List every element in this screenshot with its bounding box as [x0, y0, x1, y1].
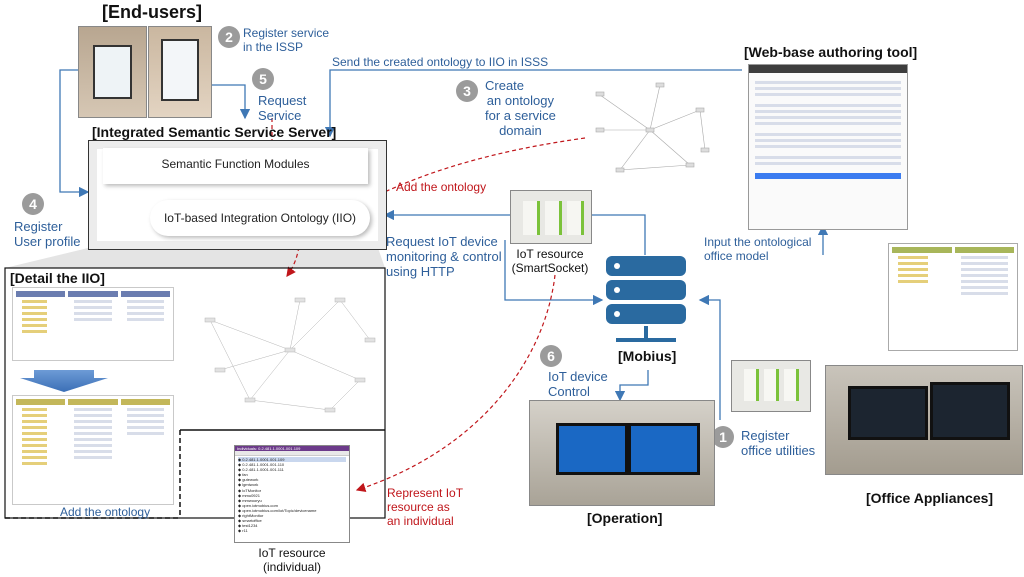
web-tool-screenshot — [748, 64, 908, 230]
arrow-send-ontology — [324, 69, 742, 138]
ontology-graph-detail — [204, 297, 376, 413]
individual-item[interactable]: ◆ loTMonitor — [238, 487, 262, 493]
individual-item[interactable]: ◆ 0.2.481.1.0001.001.109 — [238, 457, 346, 463]
phone-photo-left — [78, 26, 147, 118]
step-3-label: Create an ontology for a service domain — [485, 78, 556, 138]
step-4-label: Register User profile — [14, 219, 81, 249]
semantic-modules-box: Semantic Function Modules — [103, 148, 368, 184]
add-ontology-blue-label: Add the ontology — [60, 505, 151, 519]
detail-down-arrow — [20, 370, 108, 392]
arrow-user-profile — [59, 69, 90, 198]
red-arrow-represent — [355, 274, 556, 492]
step-4-badge: 4 — [22, 193, 44, 215]
smartsocket-photo — [510, 190, 592, 244]
detail-frame — [4, 267, 386, 519]
individual-item[interactable]: ◆ mmwooryu — [238, 497, 262, 503]
represent-label: Represent IoT resource as an individual — [387, 486, 464, 528]
individual-item[interactable]: ◆ open.iotmobius.com — [238, 502, 278, 508]
individuals-list: ◆ 0.2.481.1.0001.001.109◆ 0.2.481.1.0001… — [235, 456, 349, 534]
individuals-panel: Individuals: 0.2.481.1.0001.001.109 ◆ 0.… — [234, 445, 350, 543]
send-ontology-label: Send the created ontology to IIO in ISSS — [332, 55, 549, 69]
detail-title: [Detail the IIO] — [10, 270, 105, 286]
step-1-label: Register office utilities — [741, 428, 816, 458]
iot-individual-label: IoT resource (individual) — [258, 546, 326, 574]
individual-item[interactable]: ◆ open.iotmobius.com/iot/Topic/devicenam… — [238, 507, 317, 513]
arrow-device-control — [614, 370, 649, 402]
iss-title: [Integrated Semantic Service Server] — [92, 124, 337, 140]
request-iot-label: Request IoT device monitoring & control … — [386, 234, 502, 279]
individual-item[interactable]: ◆ 0.2.481.1.0001.001.110 — [238, 462, 285, 468]
ontology-graph-step3 — [595, 82, 710, 173]
end-users-title: [End-users] — [102, 2, 203, 22]
web-tool-submit — [755, 173, 901, 179]
step-6-label: IoT device Control — [548, 369, 608, 399]
step-5-badge: 5 — [252, 68, 274, 90]
individual-item[interactable]: ◆ 0.2.481.1.0001.001.111 — [238, 467, 284, 473]
office-socket-photo — [731, 360, 811, 412]
detail-class-tree-top — [12, 287, 174, 361]
individuals-header: Individuals: 0.2.481.1.0001.001.109 — [235, 446, 349, 451]
individual-item[interactable]: ◆ fan — [238, 472, 248, 478]
individual-item[interactable]: ◆ lgmtwork — [238, 482, 259, 488]
operation-photo — [529, 400, 715, 506]
mobius-title: [Mobius] — [618, 348, 677, 364]
individual-item[interactable]: ◆ mmu0921 — [238, 492, 260, 498]
arrow-to-mobius — [504, 240, 604, 306]
iio-label: IoT-based Integration Ontology (IIO) — [163, 211, 357, 225]
detail-class-tree-bottom — [12, 395, 174, 505]
add-ontology-red-label: Add the ontology — [396, 180, 487, 194]
smartsocket-label: IoT resource (SmartSocket) — [511, 247, 589, 275]
step-1-badge: 1 — [712, 426, 734, 448]
step-2-badge: 2 — [218, 26, 240, 48]
individual-item[interactable]: ◆ r11 — [238, 528, 248, 534]
individual-item[interactable]: ◆ gutework — [238, 477, 259, 483]
semantic-modules-label: Semantic Function Modules — [161, 157, 310, 171]
step-6-badge: 6 — [540, 345, 562, 367]
arrow-register-utilities — [698, 294, 721, 420]
office-ontology-screenshot — [888, 243, 1018, 351]
step-3-badge: 3 — [456, 80, 478, 102]
iio-box: IoT-based Integration Ontology (IIO) — [150, 200, 370, 236]
zoom-funnel — [5, 248, 385, 268]
individual-item[interactable]: ◆ test1234 — [238, 523, 258, 529]
arrow-request-service — [210, 84, 251, 120]
input-model-label: Input the ontological office model — [704, 235, 812, 263]
step-2-label: Register service in the ISSP — [243, 26, 330, 54]
office-desk-photo — [825, 365, 1023, 475]
individual-item[interactable]: ◆ smartoffice — [238, 518, 262, 524]
operation-title: [Operation] — [587, 510, 663, 526]
arrow-request-iot — [383, 209, 646, 255]
individual-item[interactable]: ◆ rightMonitor — [238, 513, 264, 519]
web-tool-title: [Web-base authoring tool] — [744, 44, 918, 60]
phone-photo-right — [148, 26, 212, 118]
step-5-label: Request Service — [258, 93, 307, 123]
office-appliances-title: [Office Appliances] — [866, 490, 994, 506]
mobius-server-icon — [606, 256, 686, 336]
